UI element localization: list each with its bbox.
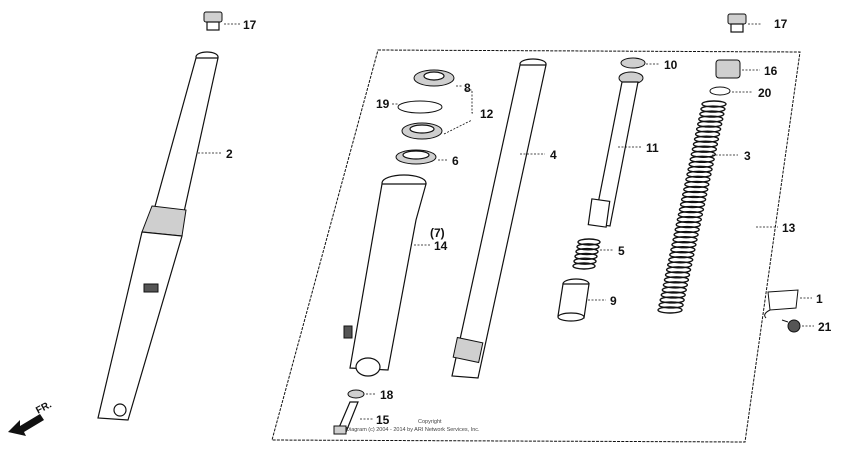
direction-label: FR. — [34, 399, 54, 416]
part-10-ring — [620, 57, 660, 69]
callout-8: 8 — [464, 81, 471, 95]
part-19-clip — [392, 100, 443, 114]
callout-15: 15 — [376, 413, 390, 427]
callout-1: 1 — [816, 292, 823, 306]
callout-20: 20 — [758, 86, 772, 100]
part-16-cap — [715, 59, 760, 79]
assembly-boundary — [271, 49, 801, 443]
callout-6: 6 — [452, 154, 459, 168]
part-1-clip — [764, 289, 812, 319]
callout-17a: 17 — [243, 18, 257, 32]
part-9-oil-lock — [557, 278, 606, 322]
callout-7: (7) — [430, 226, 445, 240]
part-17-bolt-left — [203, 11, 240, 31]
part-17-bolt-right — [727, 13, 762, 33]
part-5-rebound-spring — [572, 238, 601, 270]
part-18-washer — [347, 389, 376, 399]
callout-5: 5 — [618, 244, 625, 258]
callout-17b: 17 — [774, 17, 788, 31]
part-15-bolt — [333, 401, 374, 435]
part-21-screw — [781, 319, 814, 333]
callout-19: 19 — [376, 97, 390, 111]
callout-4: 4 — [550, 148, 557, 162]
front-direction-arrow: FR. — [8, 399, 54, 436]
part-3-fork-spring — [657, 100, 727, 314]
callout-12: 12 — [480, 107, 494, 121]
part-8-seal — [413, 69, 462, 87]
part-11-damper-rod — [587, 71, 644, 228]
callout-21: 21 — [818, 320, 832, 334]
callout-9: 9 — [610, 294, 617, 308]
part-4-inner-tube — [451, 58, 547, 379]
callout-16: 16 — [764, 64, 778, 78]
copyright-line-2: Diagram (c) 2004 - 2014 by ARI Network S… — [346, 427, 480, 433]
callout-13: 13 — [782, 221, 796, 235]
copyright-line-1: Copyright — [418, 419, 442, 425]
callout-3: 3 — [744, 149, 751, 163]
callout-2: 2 — [226, 147, 233, 161]
callout-11: 11 — [646, 141, 659, 155]
part-20-o-ring — [709, 86, 752, 96]
part-14-slider — [343, 174, 430, 377]
callout-18: 18 — [380, 388, 394, 402]
callout-14: 14 — [434, 239, 448, 253]
part-12-seal — [401, 89, 474, 140]
callout-10: 10 — [664, 58, 678, 72]
part-2-fork-tube — [97, 51, 222, 421]
part-6-bushing — [395, 149, 448, 165]
